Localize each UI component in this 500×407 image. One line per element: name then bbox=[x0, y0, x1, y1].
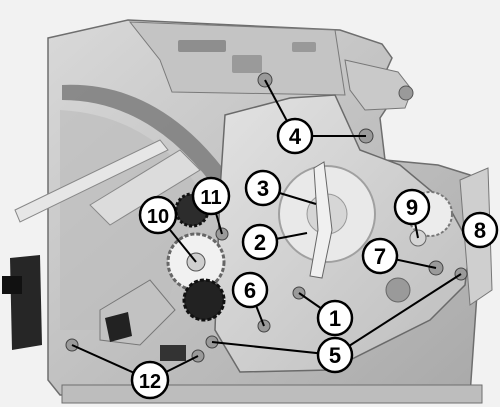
bracket-slot bbox=[178, 40, 226, 52]
callout-label: 3 bbox=[257, 176, 269, 201]
bottom-flange bbox=[61, 384, 483, 404]
lever-link bbox=[89, 149, 201, 226]
bracket-slot bbox=[232, 55, 262, 73]
callout-7: 7 bbox=[361, 237, 399, 275]
callout-4: 4 bbox=[276, 117, 314, 155]
callout-1: 1 bbox=[316, 299, 354, 337]
callout-label: 9 bbox=[406, 195, 418, 220]
callout-label: 6 bbox=[244, 278, 256, 303]
callout-label: 12 bbox=[139, 371, 161, 393]
callout-label: 1 bbox=[329, 306, 341, 331]
bracket-hole bbox=[105, 312, 132, 342]
small-block bbox=[160, 345, 186, 361]
callout-label: 2 bbox=[254, 230, 266, 255]
callout-10: 10 bbox=[138, 195, 178, 235]
upper-right-arm bbox=[344, 59, 413, 111]
vertical-lever bbox=[309, 161, 333, 279]
callout-11: 11 bbox=[191, 176, 231, 216]
callout-12: 12 bbox=[130, 360, 170, 400]
callout-3: 3 bbox=[244, 169, 282, 207]
callout-label: 11 bbox=[200, 187, 221, 209]
callout-2: 2 bbox=[241, 223, 279, 261]
shaft-end bbox=[398, 85, 414, 101]
bracket-slot bbox=[292, 42, 316, 52]
callout-8: 8 bbox=[461, 211, 499, 249]
callout-label: 5 bbox=[329, 343, 341, 368]
callout-label: 10 bbox=[147, 206, 169, 228]
callout-label: 8 bbox=[474, 218, 486, 243]
callout-label: 7 bbox=[374, 244, 386, 269]
white-lever bbox=[14, 139, 169, 223]
latch-tab bbox=[2, 276, 22, 294]
callout-6: 6 bbox=[231, 271, 269, 309]
black-gear bbox=[182, 278, 226, 322]
left-latch bbox=[10, 255, 42, 350]
callout-label: 4 bbox=[289, 124, 302, 149]
plate-hole bbox=[385, 277, 411, 303]
callout-9: 9 bbox=[393, 188, 431, 226]
callout-5: 5 bbox=[316, 336, 354, 374]
